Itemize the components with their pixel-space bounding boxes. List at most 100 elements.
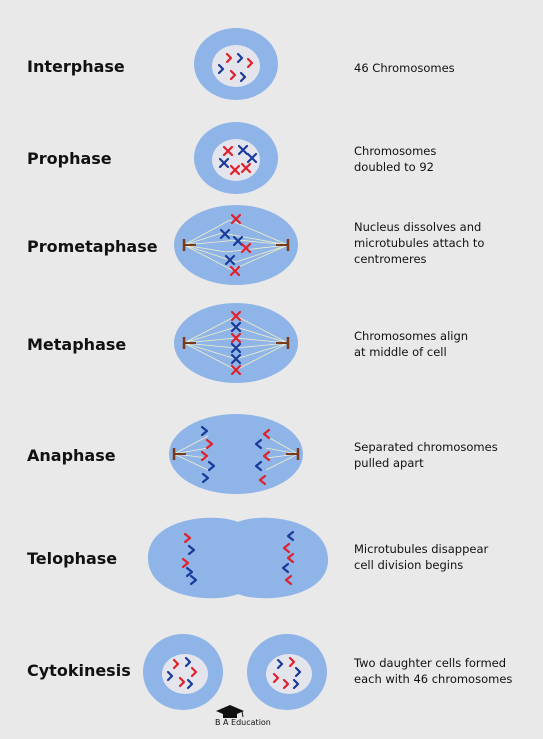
- stage-description-telophase: Microtubules disappear cell division beg…: [354, 541, 539, 573]
- chromosome: [262, 428, 271, 440]
- chromosome: [230, 342, 242, 354]
- chromosome: [230, 332, 242, 344]
- chromosome: [186, 678, 194, 690]
- spindle-fiber: [183, 342, 237, 371]
- stage-label-interphase: Interphase: [27, 57, 125, 76]
- chromosome: [201, 472, 210, 484]
- description-line: microtubules attach to: [354, 236, 485, 250]
- spindle-fiber: [173, 453, 209, 471]
- chromosome: [282, 678, 290, 690]
- description-line: Separated chromosomes: [354, 440, 498, 454]
- chromosome: [236, 52, 244, 64]
- chromosome: [262, 450, 271, 462]
- chromosome: [172, 658, 180, 670]
- chromosome: [222, 145, 234, 157]
- chromosome: [184, 656, 192, 668]
- chromosome: [239, 71, 247, 83]
- chromosome: [288, 656, 296, 668]
- cytoplasm: [169, 414, 303, 494]
- chromosome: [229, 164, 241, 176]
- cell-interphase: [194, 28, 278, 100]
- spindle-fiber: [235, 342, 289, 371]
- chromosome: [178, 676, 186, 688]
- stage-label-cytokinesis: Cytokinesis: [27, 661, 131, 680]
- nucleus: [266, 654, 312, 694]
- chromosome: [224, 254, 236, 266]
- description-line: each with 46 chromosomes: [354, 672, 513, 686]
- chromosome: [292, 678, 300, 690]
- spindle-fiber: [265, 435, 299, 455]
- stage-description-metaphase: Chromosomes align at middle of cell: [354, 328, 539, 360]
- cell-prophase: [194, 122, 278, 194]
- chromosome: [240, 162, 252, 174]
- spindle-fiber: [183, 315, 237, 344]
- stage-description-anaphase: Separated chromosomes pulled apart: [354, 439, 539, 471]
- chromosomes: [230, 310, 242, 376]
- spindle-fiber: [183, 326, 237, 344]
- description-line: Microtubules disappear: [354, 542, 489, 556]
- chromosome: [246, 57, 254, 69]
- centrosomes: [182, 337, 290, 349]
- cell-prometaphase: [174, 205, 298, 285]
- chromosome: [294, 666, 302, 678]
- centrosomes: [172, 448, 300, 460]
- description-line: Nucleus dissolves and: [354, 220, 482, 234]
- chromosome: [219, 228, 231, 240]
- description-line: 46 Chromosomes: [354, 61, 455, 75]
- chromosome: [190, 666, 198, 678]
- stage-description-interphase: 46 Chromosomes: [354, 60, 539, 76]
- spindle-fibers: [183, 219, 289, 271]
- chromosome: [237, 144, 249, 156]
- chromosome: [189, 574, 198, 586]
- stage-label-prometaphase: Prometaphase: [27, 237, 158, 256]
- cell-telophase: [148, 517, 329, 599]
- spindle-fiber: [231, 244, 289, 271]
- description-line: centromeres: [354, 252, 427, 266]
- stage-label-telophase: Telophase: [27, 549, 118, 568]
- cell-cytokinesis-right: [247, 634, 327, 710]
- stage-description-cytokinesis: Two daughter cells formed each with 46 c…: [354, 655, 539, 687]
- chromosomes: [181, 530, 295, 586]
- logo-text: B A Education: [215, 718, 271, 727]
- description-line: cell division begins: [354, 558, 464, 572]
- chromosomes: [217, 52, 254, 83]
- spindle-fiber: [265, 453, 299, 471]
- chromosomes: [219, 213, 252, 277]
- chromosome: [229, 69, 237, 81]
- description-line: at middle of cell: [354, 345, 447, 359]
- chromosome: [230, 364, 242, 376]
- chromosome: [185, 566, 194, 578]
- chromosomes: [200, 425, 271, 486]
- spindle-fiber: [225, 244, 289, 253]
- spindle-fiber: [235, 326, 289, 344]
- cytoplasm: [174, 303, 298, 383]
- spindle-fiber: [235, 315, 289, 344]
- description-line: Two daughter cells formed: [354, 656, 507, 670]
- nucleus: [162, 654, 208, 694]
- chromosome: [232, 235, 244, 247]
- chromosomes: [166, 656, 198, 690]
- spindle-fiber: [183, 244, 233, 271]
- chromosome: [230, 213, 242, 225]
- spindle-fiber: [183, 244, 237, 263]
- chromosome: [207, 460, 216, 472]
- chromosome: [284, 574, 293, 586]
- chromosome: [200, 425, 209, 437]
- chromosome: [218, 157, 230, 169]
- stage-label-prophase: Prophase: [27, 149, 112, 168]
- chromosome: [217, 63, 225, 75]
- chromosome: [282, 542, 291, 554]
- stage-description-prometaphase: Nucleus dissolves and microtubules attac…: [354, 219, 539, 267]
- stage-label-metaphase: Metaphase: [27, 335, 127, 354]
- cell-metaphase: [174, 303, 298, 383]
- cell-cytokinesis-left: [143, 634, 223, 710]
- chromosome: [200, 450, 209, 462]
- chromosome: [205, 438, 214, 450]
- chromosome: [225, 52, 233, 64]
- chromosome: [230, 321, 242, 333]
- spindle-fiber: [235, 244, 289, 263]
- spindle-fiber: [183, 232, 223, 246]
- spindle-fiber: [183, 244, 227, 253]
- stage-description-prophase: Chromosomes doubled to 92: [354, 143, 539, 175]
- spindle-fiber: [235, 342, 289, 360]
